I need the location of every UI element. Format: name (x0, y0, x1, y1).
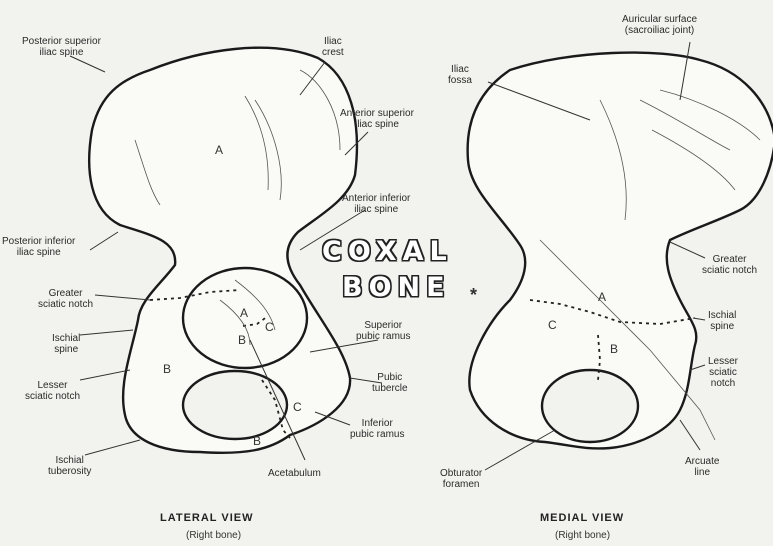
label-lateral-lesser-sciatic-notch: Lesser sciatic notch (25, 380, 80, 402)
medial-view-subcaption: (Right bone) (555, 530, 610, 541)
lateral-region-ischium: B (163, 362, 171, 376)
lateral-acetabulum-c: C (265, 320, 274, 334)
label-iliac-crest: Iliac crest (322, 36, 344, 58)
label-ischial-tuberosity: Ischial tuberosity (48, 455, 91, 477)
label-inferior-pubic-ramus: Inferior pubic ramus (350, 418, 404, 440)
lateral-region-ilium: A (215, 143, 223, 157)
medial-region-ischium: B (610, 342, 618, 356)
lateral-bone (89, 48, 357, 453)
label-pubic-tubercle: Pubic tubercle (372, 372, 408, 394)
medial-bone (468, 53, 773, 449)
label-obturator-foramen: Obturator foramen (440, 468, 482, 490)
label-posterior-superior-iliac-spine: Posterior superior iliac spine (22, 36, 101, 58)
label-arcuate-line: Arcuate line (685, 456, 719, 478)
label-medial-greater-sciatic-notch: Greater sciatic notch (702, 254, 757, 276)
diagram-title-line2: BONE (342, 272, 451, 303)
label-auricular-surface: Auricular surface (sacroiliac joint) (622, 14, 697, 36)
label-medial-ischial-spine: Ischial spine (708, 310, 736, 332)
label-lateral-greater-sciatic-notch: Greater sciatic notch (38, 288, 93, 310)
lateral-acetabulum-a: A (240, 306, 248, 320)
title-asterisk: * (470, 285, 477, 306)
label-medial-lesser-sciatic-notch: Lesser sciatic notch (708, 356, 738, 389)
medial-region-ilium: A (598, 290, 606, 304)
lateral-region-pubis: C (293, 400, 302, 414)
medial-view-caption: MEDIAL VIEW (540, 512, 624, 524)
label-anterior-superior-iliac-spine: Anterior superior iliac spine (340, 108, 414, 130)
lateral-region-ischium-lower: B (253, 434, 261, 448)
lateral-view-subcaption: (Right bone) (186, 530, 241, 541)
label-lateral-ischial-spine: Ischial spine (52, 333, 80, 355)
medial-region-pubis: C (548, 318, 557, 332)
label-iliac-fossa: Iliac fossa (448, 64, 472, 86)
label-superior-pubic-ramus: Superior pubic ramus (356, 320, 410, 342)
lateral-acetabulum-b: B (238, 333, 246, 347)
lateral-view-caption: LATERAL VIEW (160, 512, 253, 524)
label-acetabulum: Acetabulum (268, 468, 321, 479)
label-posterior-inferior-iliac-spine: Posterior inferior iliac spine (2, 236, 75, 258)
label-anterior-inferior-iliac-spine: Anterior inferior iliac spine (342, 193, 410, 215)
diagram-title-line1: COXAL (322, 236, 453, 267)
